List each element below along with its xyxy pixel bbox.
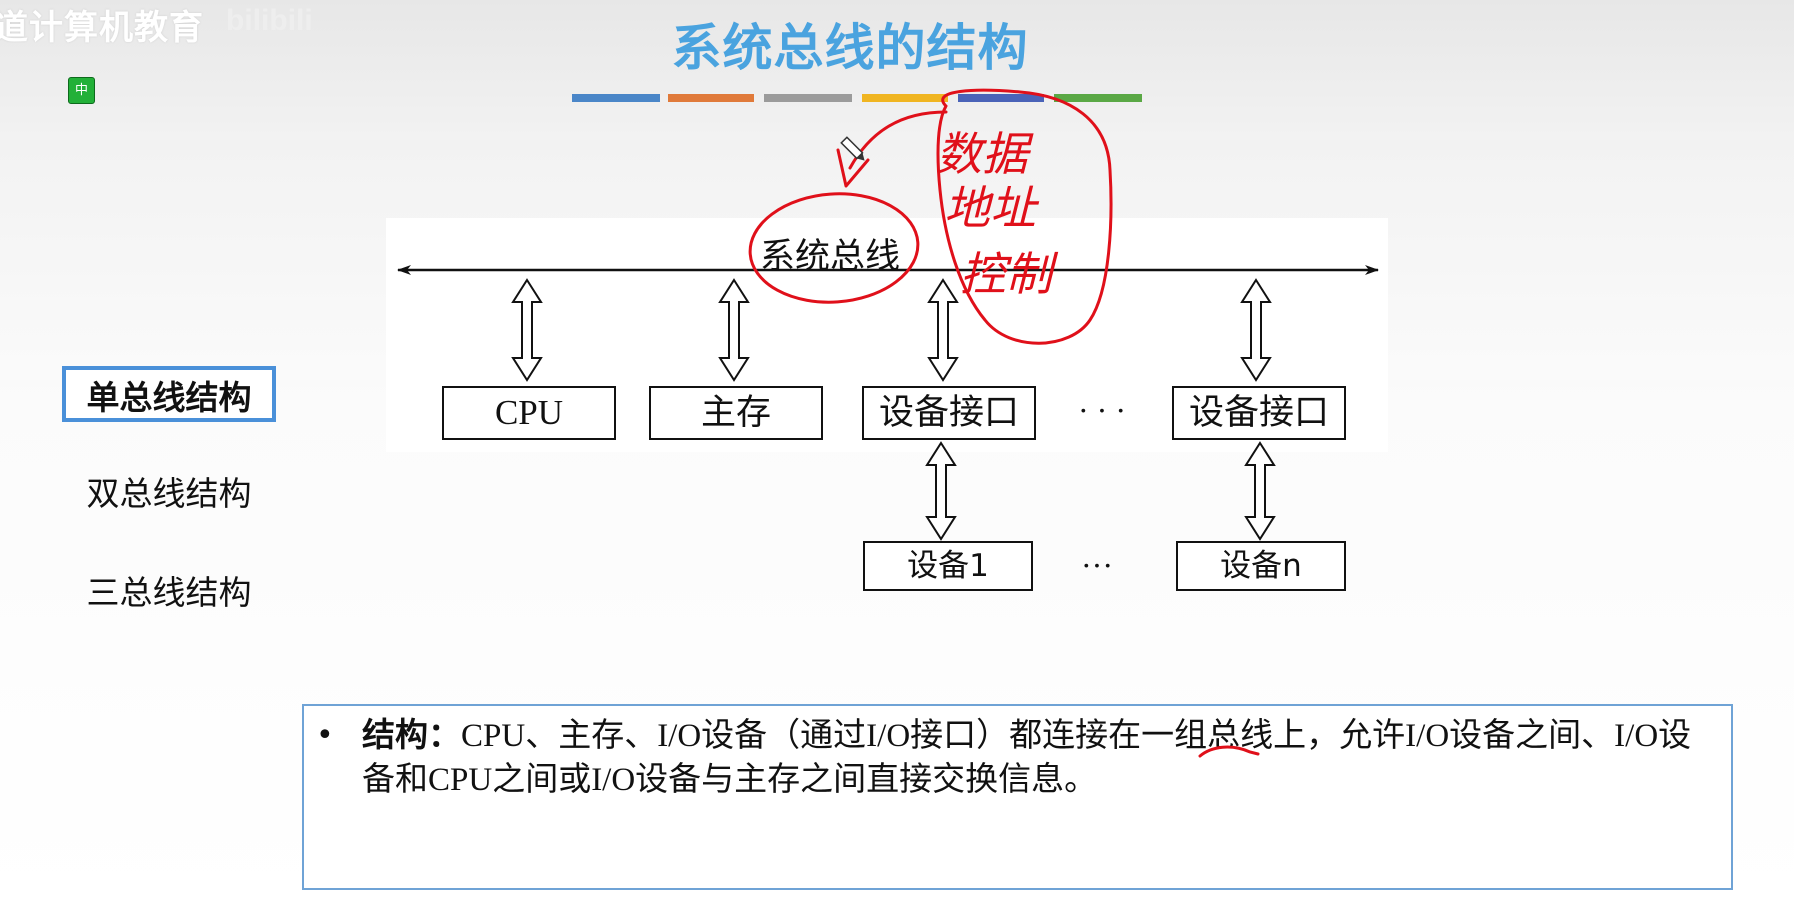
- description-box: • 结构：CPU、主存、I/O设备（通过I/O接口）都连接在一组总线上，允许I/…: [302, 704, 1733, 890]
- description-text: 结构：CPU、主存、I/O设备（通过I/O接口）都连接在一组总线上，允许I/O设…: [362, 714, 1722, 802]
- device-box-1: 设备1: [863, 541, 1033, 591]
- memory-box: 主存: [649, 386, 823, 440]
- watermark-text: 道计算机教育: [0, 8, 204, 48]
- description-body: CPU、主存、I/O设备（通过I/O接口）都连接在一组总线上，允许I/O设备之间…: [362, 718, 1692, 798]
- annotation-data: 数据: [936, 127, 1034, 181]
- bus-arrow-memory: [718, 278, 750, 382]
- device-ellipsis: ···: [1081, 547, 1113, 583]
- interface-ellipsis: · · ·: [1078, 392, 1126, 428]
- sidebar-item-single-bus[interactable]: 单总线结构: [62, 366, 276, 422]
- slide-title: 系统总线的结构: [671, 19, 1029, 77]
- bus-arrow-cpu: [511, 278, 543, 382]
- title-stripe-4: [862, 94, 948, 102]
- device-arrow-1: [925, 441, 957, 541]
- title-stripe-5: [958, 94, 1044, 102]
- annotation-control: 控制: [960, 247, 1059, 301]
- bilibili-logo: bilibili: [226, 4, 313, 37]
- device-box-n: 设备n: [1176, 541, 1346, 591]
- annotation-loop: [936, 88, 1113, 345]
- bus-arrow-interface-n: [1240, 278, 1272, 382]
- description-label: 结构：: [362, 718, 461, 754]
- device-arrow-n: [1244, 441, 1276, 541]
- language-badge-icon[interactable]: 中: [68, 77, 95, 104]
- title-stripe-6: [1054, 94, 1142, 102]
- device-interface-box-1: 设备接口: [862, 386, 1036, 440]
- bus-label-circle: [748, 192, 920, 304]
- cpu-box: CPU: [442, 386, 616, 440]
- sidebar-item-triple-bus[interactable]: 三总线结构: [86, 573, 252, 612]
- title-stripe-1: [572, 94, 660, 102]
- sidebar-item-dual-bus[interactable]: 双总线结构: [86, 474, 252, 513]
- title-stripe-3: [764, 94, 852, 102]
- device-interface-box-n: 设备接口: [1172, 386, 1346, 440]
- system-bus-label: 系统总线: [760, 237, 901, 276]
- title-stripe-2: [668, 94, 754, 102]
- pointer-arrowhead: [836, 148, 870, 188]
- pencil-cursor-icon: [840, 136, 865, 161]
- bullet-icon: •: [316, 718, 334, 753]
- annotation-address: 地址: [944, 181, 1040, 235]
- bus-arrow-interface-1: [927, 278, 959, 382]
